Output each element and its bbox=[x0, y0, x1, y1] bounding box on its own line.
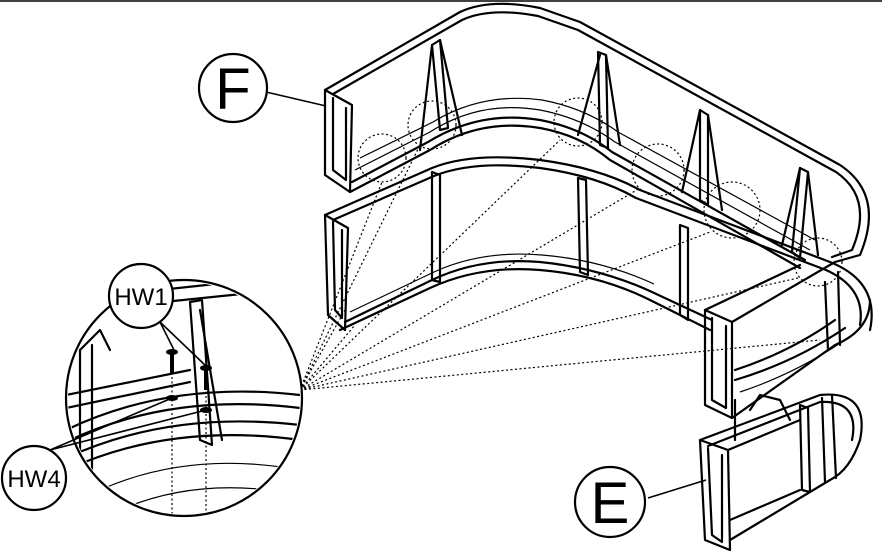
leader-hw1-b bbox=[159, 321, 207, 367]
label-e: E bbox=[591, 471, 630, 536]
leader-hw4-b bbox=[49, 409, 207, 451]
frame-f bbox=[323, 2, 871, 287]
label-hw4: HW4 bbox=[7, 466, 60, 493]
frame-middle bbox=[323, 156, 873, 420]
leader-hw4-a bbox=[49, 397, 173, 451]
frame-e bbox=[698, 393, 863, 551]
leader-e bbox=[647, 479, 707, 499]
callout-f: F bbox=[197, 52, 269, 124]
leader-f bbox=[265, 91, 327, 107]
label-hw1: HW1 bbox=[114, 284, 167, 311]
projection-lines bbox=[299, 139, 821, 391]
callout-e: E bbox=[573, 465, 647, 539]
detail-view bbox=[64, 278, 304, 518]
callout-hw1: HW1 bbox=[107, 262, 175, 330]
leader-hw1-a bbox=[159, 321, 175, 351]
callout-hw4: HW4 bbox=[0, 444, 68, 512]
label-f: F bbox=[215, 57, 250, 122]
